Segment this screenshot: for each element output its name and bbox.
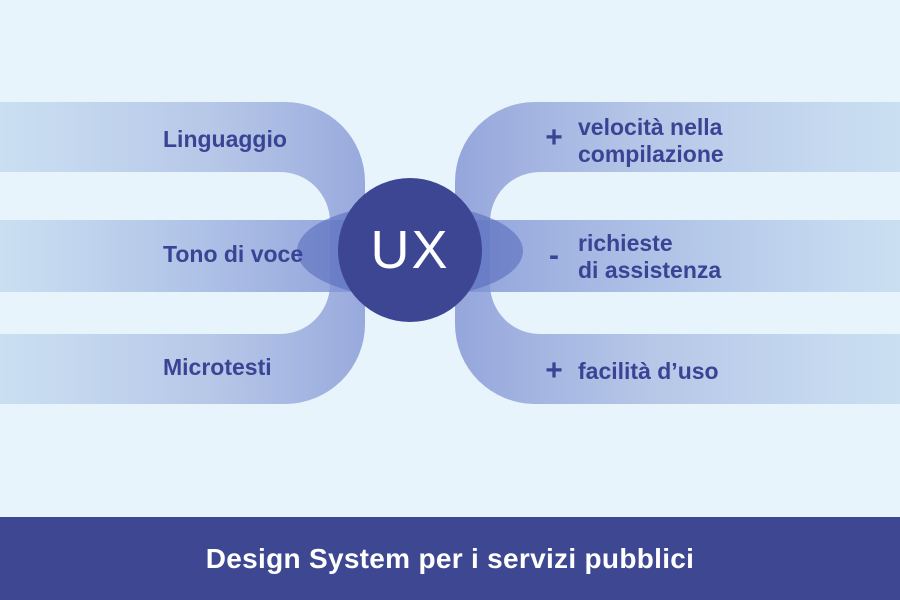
label-line: richieste (578, 230, 673, 256)
label-facilita-duso: facilità d’uso (578, 358, 719, 385)
footer-title: Design System per i servizi pubblici (205, 542, 695, 574)
label-microtesti: Microtesti (163, 354, 272, 380)
minus-icon: - (549, 239, 559, 272)
ux-label: UX (370, 220, 450, 280)
label-line: facilità d’uso (578, 358, 719, 384)
plus-icon: + (545, 354, 563, 387)
label-line: velocità nella (578, 114, 723, 140)
label-richieste-assistenza: richieste di assistenza (578, 230, 721, 284)
label-line: di assistenza (578, 257, 722, 283)
plus-icon: + (545, 121, 563, 154)
left-bracket-ribbon (0, 102, 365, 404)
label-line: compilazione (578, 141, 724, 167)
label-linguaggio: Linguaggio (163, 126, 287, 152)
footer-bar: Design System per i servizi pubblici (0, 517, 900, 600)
label-velocita-compilazione: velocità nella compilazione (578, 114, 724, 168)
ux-circle: UX (338, 178, 482, 322)
right-bracket-ribbon (455, 102, 900, 404)
label-tono-di-voce: Tono di voce (163, 241, 304, 267)
